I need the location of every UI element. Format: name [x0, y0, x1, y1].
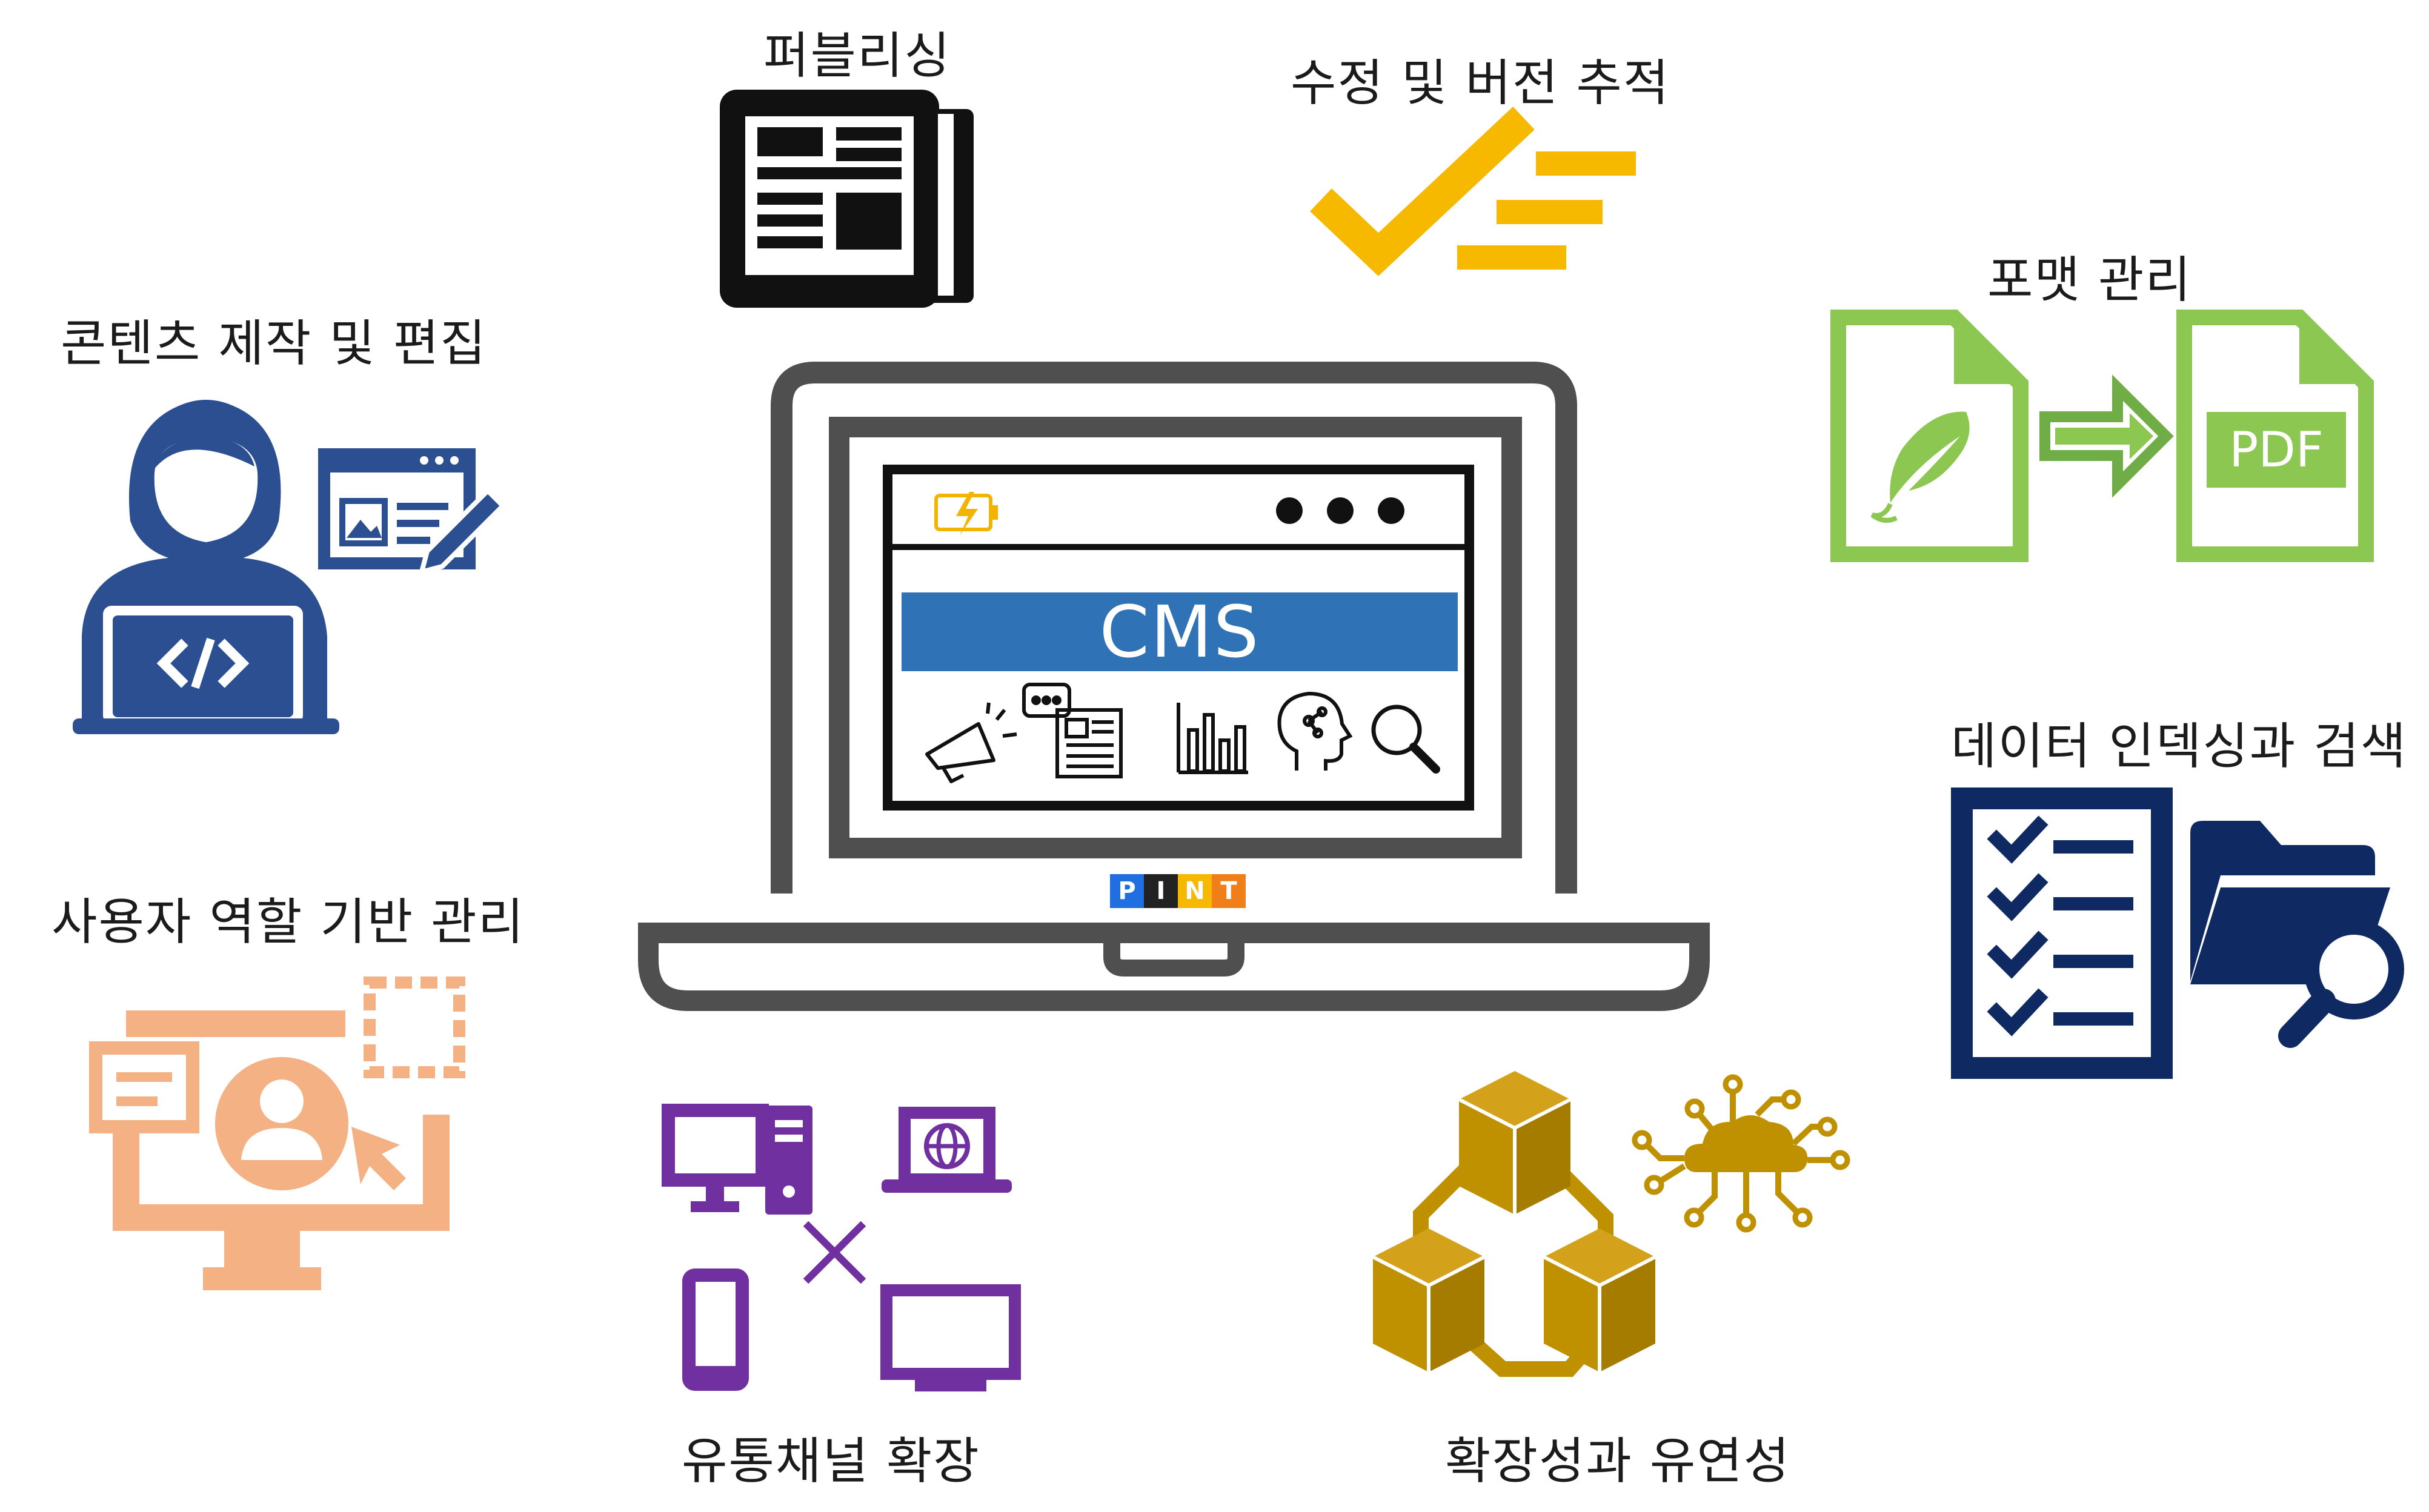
label-role-based: 사용자 역할 기반 관리 [52, 894, 525, 951]
battery-icon [934, 492, 998, 536]
cms-banner [902, 592, 1458, 671]
brand-letter: N [1178, 874, 1212, 908]
cloud-network-icon [1632, 1074, 1850, 1233]
laptop-globe-icon [882, 1107, 1012, 1193]
window-dot-icon [1327, 497, 1354, 524]
brand-letter: I [1144, 874, 1178, 908]
label-publishing: 퍼블리싱 [763, 27, 951, 85]
checkmark-lines-icon [1310, 107, 1636, 276]
cross-icon [803, 1221, 866, 1284]
label-content-editing: 콘텐츠 제작 및 편집 [61, 315, 487, 373]
pdf-label: PDF [2229, 422, 2324, 478]
developer-editing-icon [73, 400, 507, 734]
cube-icon [1458, 1071, 1572, 1215]
window-dot-icon [1276, 497, 1303, 524]
laptop-icon [638, 362, 1710, 1011]
label-version-tracking: 수정 및 버전 추적 [1291, 55, 1670, 112]
newspaper-icon [720, 90, 974, 308]
brand-letter: T [1212, 874, 1246, 908]
multi-device-icon [662, 1104, 1021, 1391]
tv-icon [880, 1284, 1021, 1391]
label-format-management: 포맷 관리 [1987, 251, 2192, 309]
megaphone-icon [925, 702, 1017, 783]
ai-head-icon [1277, 691, 1353, 771]
phone-icon [682, 1268, 749, 1391]
desktop-icon [662, 1104, 812, 1215]
document-to-pdf-icon [1830, 310, 2374, 562]
cms-title: CMS [1099, 590, 1260, 674]
cube-icon [1543, 1228, 1656, 1372]
brand-letter: P [1110, 874, 1144, 908]
news-chat-icon [1022, 683, 1123, 778]
label-scalability: 확장성과 유연성 [1445, 1433, 1791, 1490]
window-dot-icon [1378, 497, 1404, 524]
label-channel-expansion: 유통채널 확장 [682, 1433, 980, 1490]
magnifier-icon [1371, 705, 1440, 774]
user-role-monitor-icon [89, 976, 465, 1290]
cube-icon [1372, 1228, 1486, 1372]
checklist-folder-search-icon [1951, 788, 2404, 1079]
label-indexing-search: 데이터 인덱싱과 검색 [1951, 718, 2408, 775]
connected-blocks-cloud-icon [1372, 1071, 1850, 1377]
bar-chart-icon [1177, 703, 1248, 774]
brand-logo: P I N T [1110, 874, 1246, 908]
